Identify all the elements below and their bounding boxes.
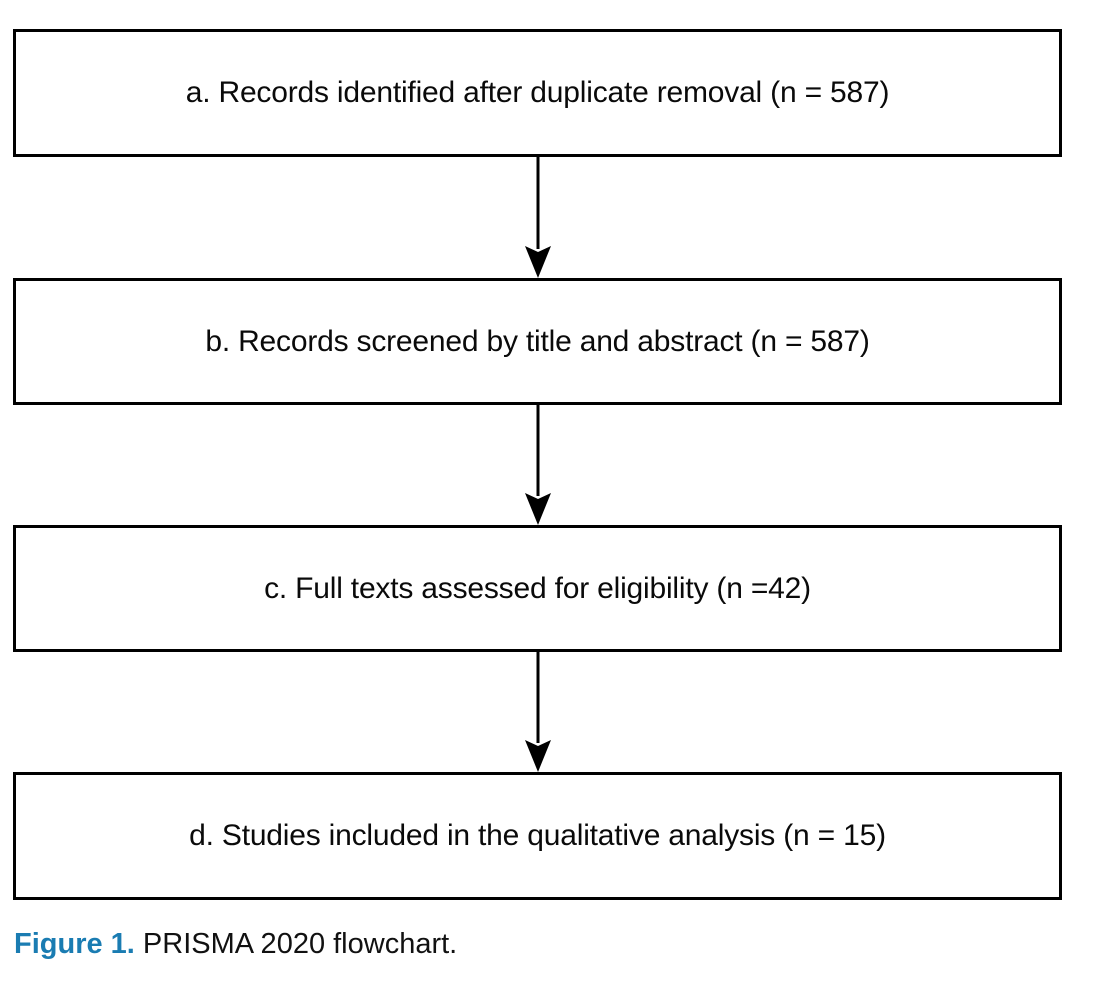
flowchart-box-d: d. Studies included in the qualitative a… <box>13 772 1062 900</box>
flowchart-box-c-label: c. Full texts assessed for eligibility (… <box>264 571 811 605</box>
flowchart-box-a-label: a. Records identified after duplicate re… <box>185 76 890 109</box>
flowchart-box-b: b. Records screened by title and abstrac… <box>13 278 1062 405</box>
figure-caption-number: Figure 1. <box>14 928 135 960</box>
flow-arrow-b-to-c <box>510 405 566 525</box>
flowchart-box-b-label: b. Records screened by title and abstrac… <box>205 324 870 358</box>
flowchart-box-c: c. Full texts assessed for eligibility (… <box>13 525 1062 652</box>
flowchart-box-a: a. Records identified after duplicate re… <box>13 29 1062 157</box>
flow-arrow-a-to-b <box>510 157 566 278</box>
flowchart-box-d-label: d. Studies included in the qualitative a… <box>189 819 886 852</box>
flow-arrow-c-to-d <box>510 652 566 772</box>
figure-caption-text: PRISMA 2020 flowchart. <box>134 928 458 960</box>
figure-caption: Figure 1. PRISMA 2020 flowchart. <box>14 925 1074 964</box>
